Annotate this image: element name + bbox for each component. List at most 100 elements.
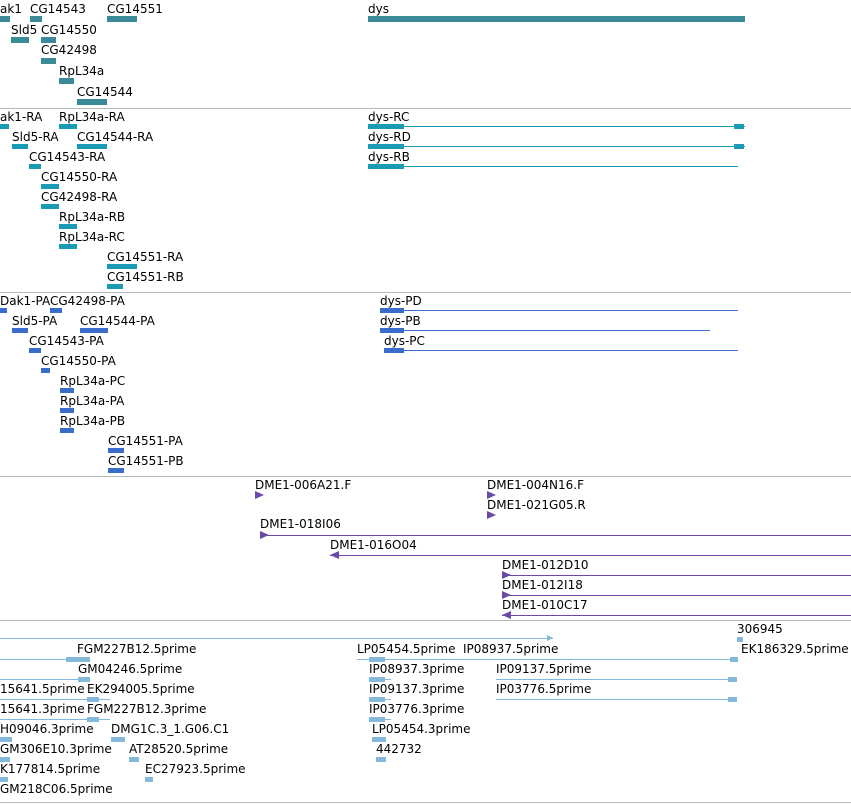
protein-label[interactable]: RpL34a-PC — [60, 374, 126, 388]
est-label[interactable]: EC27923.5prime — [145, 762, 246, 776]
mrna-feature[interactable] — [59, 244, 77, 249]
protein-exon[interactable] — [380, 308, 404, 313]
mrna-label[interactable]: Sld5-RA — [12, 130, 59, 144]
mrna-label[interactable]: CG14544-RA — [77, 130, 154, 144]
mrna-feature[interactable] — [0, 124, 9, 129]
protein-label[interactable]: CG14551-PB — [108, 454, 184, 468]
est-feature[interactable] — [87, 717, 99, 722]
est-feature[interactable] — [0, 777, 8, 782]
est-feature[interactable] — [0, 757, 10, 762]
gene-feature-cg14544[interactable] — [77, 99, 107, 105]
mrna-label[interactable]: CG14551-RB — [107, 270, 184, 284]
mrna-label[interactable]: RpL34a-RC — [59, 230, 125, 244]
est-label[interactable]: DMG1C.3_1.G06.C1 — [111, 722, 230, 736]
est-feature[interactable] — [728, 697, 737, 702]
mrna-label[interactable]: dys-RC — [368, 110, 410, 124]
clone-label[interactable]: DME1-012D10 — [502, 558, 589, 572]
est-feature[interactable] — [372, 737, 386, 742]
mrna-feature[interactable] — [12, 144, 28, 149]
est-label[interactable]: K177814.5prime — [0, 762, 101, 776]
est-label[interactable]: GM218C06.5prime — [0, 782, 113, 796]
est-label[interactable]: FGM227B12.3prime — [87, 702, 207, 716]
clone-arrow[interactable] — [330, 551, 339, 559]
est-label[interactable]: GM306E10.3prime — [0, 742, 112, 756]
protein-label[interactable]: CG14551-PA — [108, 434, 183, 448]
clone-label[interactable]: DME1-004N16.F — [487, 478, 585, 492]
protein-label[interactable]: dys-PC — [384, 334, 425, 348]
gene-feature-cg14550[interactable] — [41, 37, 56, 43]
est-label[interactable]: IP08937.5prime — [463, 642, 559, 656]
mrna-feature[interactable] — [59, 124, 77, 129]
mrna-exon[interactable] — [368, 124, 404, 129]
est-feature[interactable] — [0, 737, 12, 742]
est-feature[interactable] — [376, 757, 386, 762]
gene-label[interactable]: CG14543 — [30, 2, 86, 16]
mrna-feature[interactable] — [77, 144, 107, 149]
est-feature[interactable] — [87, 697, 99, 702]
clone-label[interactable]: DME1-006A21.F — [255, 478, 352, 492]
est-label[interactable]: IP09137.5prime — [496, 662, 592, 676]
est-feature[interactable] — [78, 677, 90, 682]
mrna-label[interactable]: RpL34a-RB — [59, 210, 126, 224]
est-label[interactable]: 15641.5prime — [0, 682, 85, 696]
est-feature[interactable] — [728, 677, 737, 682]
protein-feature[interactable] — [60, 408, 74, 413]
clone-label[interactable]: DME1-010C17 — [502, 598, 588, 612]
clone-arrow[interactable] — [487, 491, 496, 499]
est-label[interactable]: AT28520.5prime — [129, 742, 229, 756]
gene-feature-cg42498[interactable] — [41, 58, 56, 64]
est-feature[interactable] — [129, 757, 139, 762]
clone-label[interactable]: DME1-021G05.R — [487, 498, 586, 512]
mrna-label[interactable]: CG14543-RA — [29, 150, 106, 164]
protein-feature[interactable] — [60, 388, 74, 393]
mrna-label[interactable]: dys-RB — [368, 150, 410, 164]
gene-label[interactable]: CG14550 — [41, 23, 97, 37]
mrna-feature[interactable] — [107, 264, 137, 269]
gene-feature-cg14551[interactable] — [107, 16, 137, 22]
mrna-exon[interactable] — [368, 164, 404, 169]
protein-feature[interactable] — [12, 328, 28, 333]
est-label[interactable]: LP05454.3prime — [372, 722, 471, 736]
clone-label[interactable]: DME1-012I18 — [502, 578, 583, 592]
protein-feature[interactable] — [80, 328, 108, 333]
protein-label[interactable]: RpL34a-PA — [60, 394, 125, 408]
mrna-feature[interactable] — [41, 184, 59, 189]
est-label[interactable]: IP09137.3prime — [369, 682, 465, 696]
protein-feature[interactable] — [41, 368, 50, 373]
clone-arrow[interactable] — [502, 591, 511, 599]
est-feature[interactable] — [111, 737, 125, 742]
mrna-label[interactable]: CG14550-RA — [41, 170, 118, 184]
gene-label[interactable]: dys — [368, 2, 389, 16]
est-arrow[interactable] — [547, 635, 553, 641]
protein-feature[interactable] — [108, 468, 124, 473]
mrna-feature[interactable] — [107, 284, 123, 289]
mrna-feature[interactable] — [59, 224, 77, 229]
protein-feature[interactable] — [50, 308, 62, 313]
mrna-label[interactable]: CG14551-RA — [107, 250, 184, 264]
protein-label[interactable]: dys-PD — [380, 294, 422, 308]
gene-label[interactable]: ak1 — [0, 2, 22, 16]
est-label[interactable]: H09046.3prime — [0, 722, 94, 736]
est-label[interactable]: IP03776.3prime — [369, 702, 465, 716]
est-label[interactable]: IP03776.5prime — [496, 682, 592, 696]
est-feature[interactable] — [730, 657, 738, 662]
protein-feature[interactable] — [0, 308, 7, 313]
clone-arrow[interactable] — [502, 611, 511, 619]
protein-exon[interactable] — [384, 348, 404, 353]
mrna-exon[interactable] — [734, 144, 744, 149]
gene-feature-rpl34a[interactable] — [59, 78, 74, 84]
est-feature[interactable] — [66, 657, 90, 662]
gene-feature-ak1[interactable] — [0, 16, 10, 22]
clone-arrow[interactable] — [487, 511, 496, 519]
gene-label[interactable]: RpL34a — [59, 64, 105, 78]
protein-label[interactable]: CG14544-PA — [80, 314, 155, 328]
protein-feature[interactable] — [60, 428, 74, 433]
protein-label[interactable]: RpL34a-PB — [60, 414, 126, 428]
mrna-exon[interactable] — [368, 144, 404, 149]
gene-label[interactable]: CG14551 — [107, 2, 163, 16]
protein-feature[interactable] — [29, 348, 41, 353]
est-label[interactable]: 15641.3prime — [0, 702, 85, 716]
est-feature[interactable] — [369, 717, 385, 722]
mrna-label[interactable]: RpL34a-RA — [59, 110, 125, 124]
mrna-label[interactable]: CG42498-RA — [41, 190, 118, 204]
